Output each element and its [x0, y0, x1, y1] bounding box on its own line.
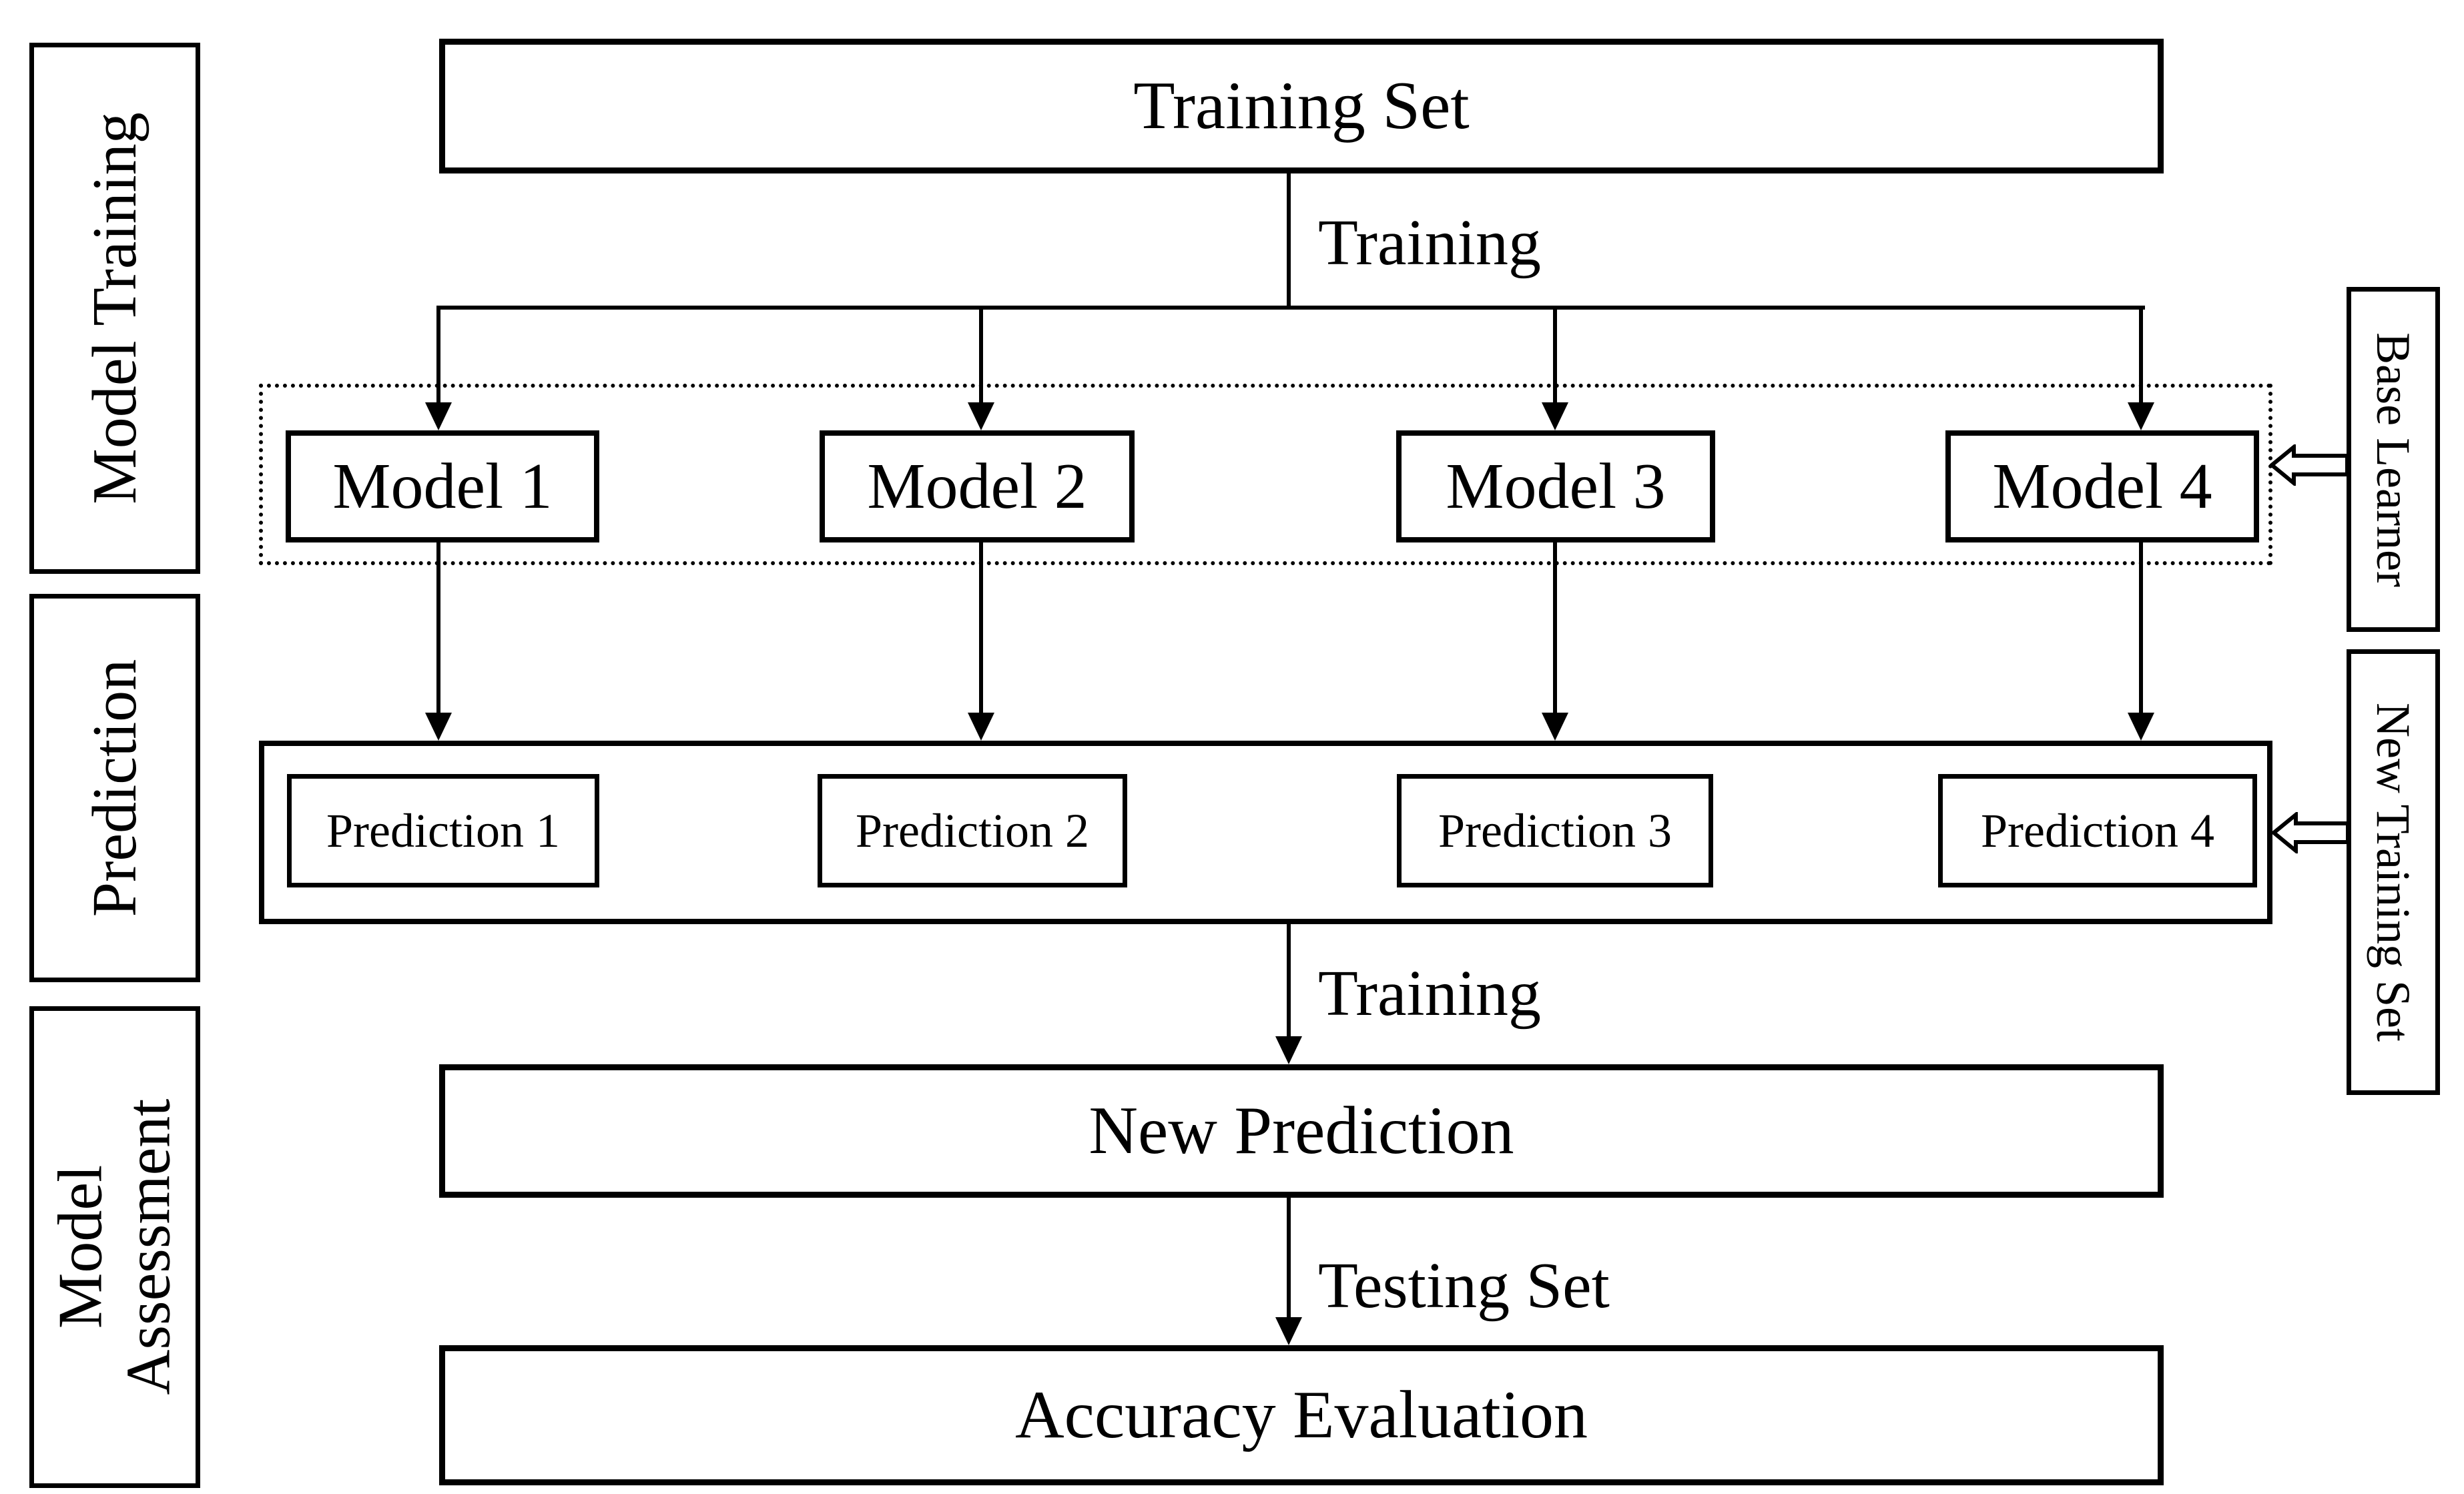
edge-model-4-to-prediction-4: [2139, 542, 2143, 715]
new-training-set-callout-box: New Training Set: [2347, 649, 2440, 1095]
phase-box-model-assessment: Model Assessment: [29, 1006, 200, 1488]
arrow-down-icon-prediction-4: [2128, 713, 2154, 741]
edge-drop-model-1: [436, 307, 440, 405]
arrow-down-icon-new-prediction: [1275, 1036, 1302, 1064]
prediction-1-box: Prediction 1: [287, 774, 599, 887]
prediction-4-box: Prediction 4: [1938, 774, 2257, 887]
phase-label-prediction: Prediction: [80, 659, 149, 917]
training-set-box: Training Set: [439, 39, 2164, 173]
hollow-arrow-left-icon-base-learner: [2270, 444, 2349, 486]
edge-drop-model-2: [979, 307, 983, 405]
edge-drop-model-4: [2139, 307, 2143, 405]
predictions-group-container: [259, 741, 2272, 924]
arrow-down-icon-model-1: [425, 402, 452, 430]
edge-model-3-to-prediction-3: [1553, 542, 1557, 715]
model-2-box: Model 2: [820, 430, 1135, 542]
model-1-label: Model 1: [332, 450, 553, 522]
new-prediction-box: New Prediction: [439, 1064, 2164, 1198]
model-3-box: Model 3: [1396, 430, 1715, 542]
prediction-4-label: Prediction 4: [1981, 804, 2214, 857]
edge-model-2-to-prediction-2: [979, 542, 983, 715]
base-learner-group-container: [259, 384, 2272, 565]
hollow-arrow-left-icon-new-training-set: [2272, 812, 2349, 853]
prediction-3-label: Prediction 3: [1438, 804, 1672, 857]
edge-label-training-meta: Training: [1318, 958, 1542, 1030]
prediction-1-label: Prediction 1: [326, 804, 560, 857]
model-1-box: Model 1: [286, 430, 599, 542]
edge-model-1-to-prediction-1: [436, 542, 440, 715]
edge-split-bus: [436, 306, 2145, 310]
model-4-label: Model 4: [1992, 450, 2212, 522]
arrow-down-icon-model-3: [1542, 402, 1568, 430]
prediction-3-box: Prediction 3: [1397, 774, 1713, 887]
arrow-down-icon-accuracy: [1275, 1317, 1302, 1345]
base-learner-label: Base Learner: [2367, 332, 2421, 587]
arrow-down-icon-model-2: [968, 402, 994, 430]
phase-label-model-training: Model Training: [80, 112, 149, 504]
edge-predictions-to-new-prediction: [1287, 923, 1291, 1039]
accuracy-evaluation-label: Accuracy Evaluation: [1014, 1377, 1588, 1453]
prediction-2-box: Prediction 2: [818, 774, 1127, 887]
edge-label-training-top: Training: [1318, 207, 1542, 279]
arrow-down-icon-prediction-3: [1542, 713, 1568, 741]
model-3-label: Model 3: [1446, 450, 1666, 522]
prediction-2-label: Prediction 2: [856, 804, 1089, 857]
new-training-set-label: New Training Set: [2367, 702, 2421, 1042]
arrow-down-icon-model-4: [2128, 402, 2154, 430]
accuracy-evaluation-box: Accuracy Evaluation: [439, 1345, 2164, 1485]
edge-new-prediction-to-accuracy: [1287, 1196, 1291, 1320]
model-2-label: Model 2: [867, 450, 1087, 522]
edge-trainingset-to-split: [1287, 171, 1291, 308]
arrow-down-icon-prediction-1: [425, 713, 452, 741]
phase-label-model-assessment: Model Assessment: [45, 1099, 184, 1395]
phase-box-prediction: Prediction: [29, 594, 200, 982]
edge-label-testing-set: Testing Set: [1318, 1250, 1610, 1322]
edge-drop-model-3: [1553, 307, 1557, 405]
phase-box-model-training: Model Training: [29, 43, 200, 574]
arrow-down-icon-prediction-2: [968, 713, 994, 741]
new-prediction-label: New Prediction: [1089, 1093, 1514, 1168]
base-learner-callout-box: Base Learner: [2347, 287, 2440, 632]
training-set-label: Training Set: [1133, 68, 1470, 143]
model-4-box: Model 4: [1945, 430, 2259, 542]
